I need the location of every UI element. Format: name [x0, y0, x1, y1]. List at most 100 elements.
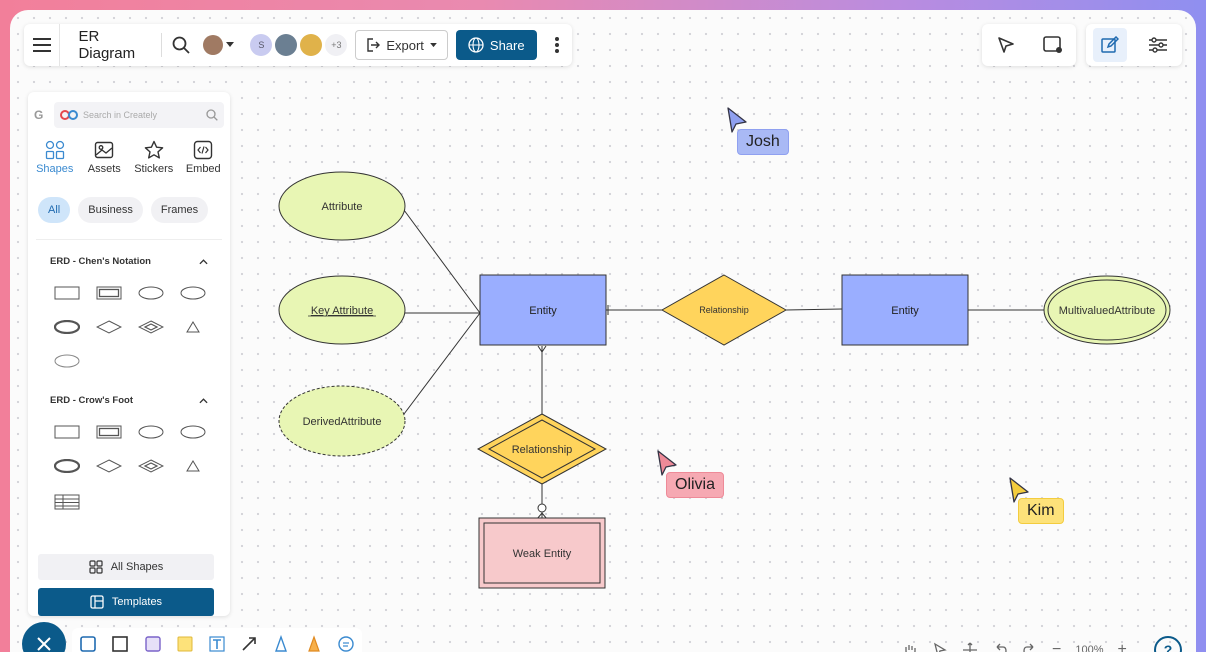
crows-foot-circle	[537, 503, 547, 513]
shape-table[interactable]	[46, 490, 88, 514]
entity-right-label: Entity	[891, 305, 919, 317]
collaborator-avatars[interactable]: S +3	[203, 34, 348, 56]
more-options-button[interactable]	[543, 28, 572, 62]
move-icon[interactable]	[962, 642, 978, 652]
chip-all[interactable]: All	[38, 197, 71, 223]
undo-icon[interactable]	[992, 642, 1008, 652]
creately-logo-icon	[60, 110, 78, 120]
attribute-ellipse[interactable]	[278, 171, 406, 241]
close-toolbar-button[interactable]	[22, 622, 66, 652]
shape-weak-entity[interactable]	[88, 281, 130, 305]
shape-search-input[interactable]: Search in Creately	[54, 102, 224, 128]
shape-key-attribute[interactable]	[172, 420, 214, 444]
pointer-icon[interactable]	[932, 642, 948, 652]
hamburger-icon	[32, 38, 51, 52]
shape-multivalued[interactable]	[46, 454, 88, 478]
avatar[interactable]: S	[250, 34, 273, 56]
shape-key-attribute[interactable]	[172, 281, 214, 305]
edit-tools	[1086, 24, 1182, 66]
entity-left[interactable]	[479, 274, 607, 346]
hand-icon[interactable]	[902, 642, 918, 652]
templates-label: Templates	[111, 596, 163, 608]
category-chips: All Business Frames	[28, 175, 230, 223]
entity-right[interactable]	[841, 274, 969, 346]
select-button[interactable]	[989, 28, 1023, 62]
multivalued-outer[interactable]	[1043, 275, 1171, 345]
tab-shapes[interactable]: Shapes	[31, 140, 79, 175]
chevron-up-icon	[199, 397, 208, 403]
share-button[interactable]: Share	[455, 30, 537, 60]
canvas[interactable]: Attribute Key Attribute DerivedAttribute…	[10, 10, 1196, 652]
present-button[interactable]	[1036, 28, 1070, 62]
pen-icon[interactable]	[272, 635, 290, 652]
relationship-mid[interactable]	[660, 274, 788, 346]
shapes-icon	[45, 140, 64, 160]
text-icon[interactable]	[208, 635, 226, 652]
search-placeholder: Search in Creately	[83, 110, 158, 120]
shape-relationship[interactable]	[88, 315, 130, 339]
all-shapes-button[interactable]: All Shapes	[38, 554, 214, 580]
sticky-note-icon[interactable]	[176, 635, 194, 652]
zoom-in-button[interactable]: +	[1117, 641, 1127, 652]
highlighter-icon[interactable]	[305, 635, 323, 652]
tab-shapes-label: Shapes	[36, 163, 74, 175]
help-button[interactable]: ?	[1154, 636, 1182, 652]
search-button[interactable]	[166, 28, 195, 62]
chip-frames[interactable]: Frames	[150, 197, 209, 223]
section-chen-header[interactable]: ERD - Chen's Notation	[28, 256, 230, 267]
shape-identifying-relationship[interactable]	[130, 454, 172, 478]
tab-assets[interactable]: Assets	[80, 140, 128, 175]
settings-button[interactable]	[1141, 28, 1175, 62]
cursor-olivia-pointer-icon	[657, 450, 677, 476]
export-button[interactable]: Export	[355, 30, 448, 60]
shape-triangle[interactable]	[172, 315, 214, 339]
comment-icon[interactable]	[337, 635, 355, 652]
tab-embed[interactable]: Embed	[179, 140, 227, 175]
shape-attribute[interactable]	[130, 420, 172, 444]
caret-down-icon	[226, 42, 235, 47]
shape-triangle[interactable]	[172, 454, 214, 478]
zoom-out-button[interactable]: −	[1052, 641, 1062, 652]
relationship-down-outer[interactable]	[476, 413, 608, 485]
export-label: Export	[386, 37, 424, 53]
templates-button[interactable]: Templates	[38, 588, 214, 616]
shape-relationship[interactable]	[88, 454, 130, 478]
avatar[interactable]	[275, 34, 298, 56]
shape-identifying-relationship[interactable]	[130, 315, 172, 339]
frame-icon[interactable]	[79, 635, 97, 652]
edit-mode-button[interactable]	[1093, 28, 1127, 62]
shape-attribute[interactable]	[130, 281, 172, 305]
shape-multivalued[interactable]	[46, 315, 88, 339]
key-attribute-ellipse[interactable]	[278, 275, 406, 345]
chip-business[interactable]: Business	[78, 197, 143, 223]
more-collaborators-count[interactable]: +3	[325, 34, 348, 56]
shapes-panel: G Search in Creately Shapes Assets Stick…	[28, 92, 230, 616]
present-icon	[1042, 36, 1062, 53]
shape-derived-attribute[interactable]	[46, 349, 88, 373]
derived-attribute-ellipse[interactable]	[278, 385, 406, 457]
document-title[interactable]: ER Diagram	[78, 28, 136, 62]
shape-entity[interactable]	[46, 281, 88, 305]
close-icon	[37, 637, 51, 651]
redo-icon[interactable]	[1022, 642, 1038, 652]
vertical-dots-icon	[555, 37, 560, 53]
weak-entity-outer[interactable]	[478, 517, 606, 589]
share-label: Share	[489, 37, 525, 53]
presentation-tools	[982, 24, 1076, 66]
section-crowsfoot-header[interactable]: ERD - Crow's Foot	[28, 395, 230, 406]
cursor-label-josh: Josh	[737, 129, 789, 155]
tab-stickers[interactable]: Stickers	[130, 140, 178, 175]
card-icon[interactable]	[144, 635, 162, 652]
google-icon[interactable]: G	[34, 108, 44, 122]
arrow-icon[interactable]	[240, 635, 258, 652]
er-diagram[interactable]: Attribute Key Attribute DerivedAttribute…	[10, 10, 1196, 650]
shape-weak-entity[interactable]	[88, 420, 130, 444]
image-icon	[95, 141, 114, 159]
avatar[interactable]	[300, 34, 323, 56]
shape-entity[interactable]	[46, 420, 88, 444]
menu-button[interactable]	[24, 24, 61, 66]
avatar[interactable]	[203, 35, 224, 55]
zoom-level[interactable]: 100%	[1075, 644, 1104, 652]
multivalued-label: MultivaluedAttribute	[1059, 305, 1156, 317]
rectangle-icon[interactable]	[111, 635, 129, 652]
